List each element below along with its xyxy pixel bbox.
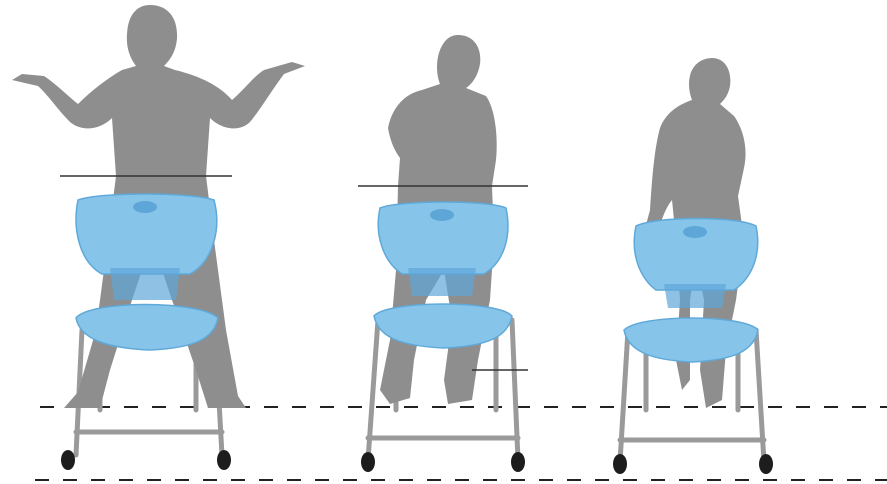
figure-1-group bbox=[12, 5, 305, 470]
figure-3-group bbox=[613, 58, 773, 474]
chair-3-shell bbox=[624, 219, 758, 363]
